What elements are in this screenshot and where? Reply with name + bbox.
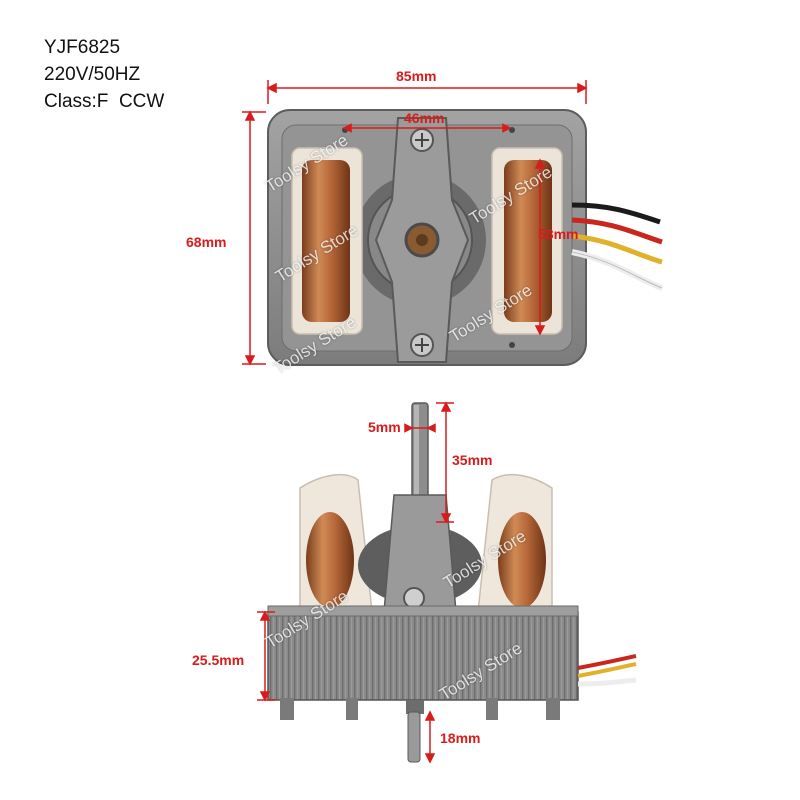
class-label: Class:F CCW bbox=[44, 91, 165, 112]
side-dimension-lines bbox=[257, 401, 454, 764]
shaft-bottom-length-label: 18mm bbox=[440, 730, 481, 746]
stack-thickness-label: 25.5mm bbox=[192, 652, 245, 668]
hole-spacing-label: 46mm bbox=[404, 110, 445, 126]
model-label: YJF6825 bbox=[44, 37, 121, 58]
top-dimension-lines bbox=[242, 80, 588, 366]
shaft-diameter-label: 5mm bbox=[368, 419, 401, 435]
shaft-top-length-label: 35mm bbox=[452, 452, 493, 468]
height-dimension-label: 68mm bbox=[186, 234, 227, 250]
motor-top-view bbox=[267, 109, 664, 366]
coil-height-label: 58mm bbox=[538, 226, 579, 242]
motor-side-view bbox=[267, 402, 637, 763]
spec-text-block: YJF6825 220V/50HZ Class:F CCW bbox=[44, 34, 164, 115]
voltage-label: 220V/50HZ bbox=[44, 64, 141, 85]
width-dimension-label: 85mm bbox=[396, 68, 437, 84]
